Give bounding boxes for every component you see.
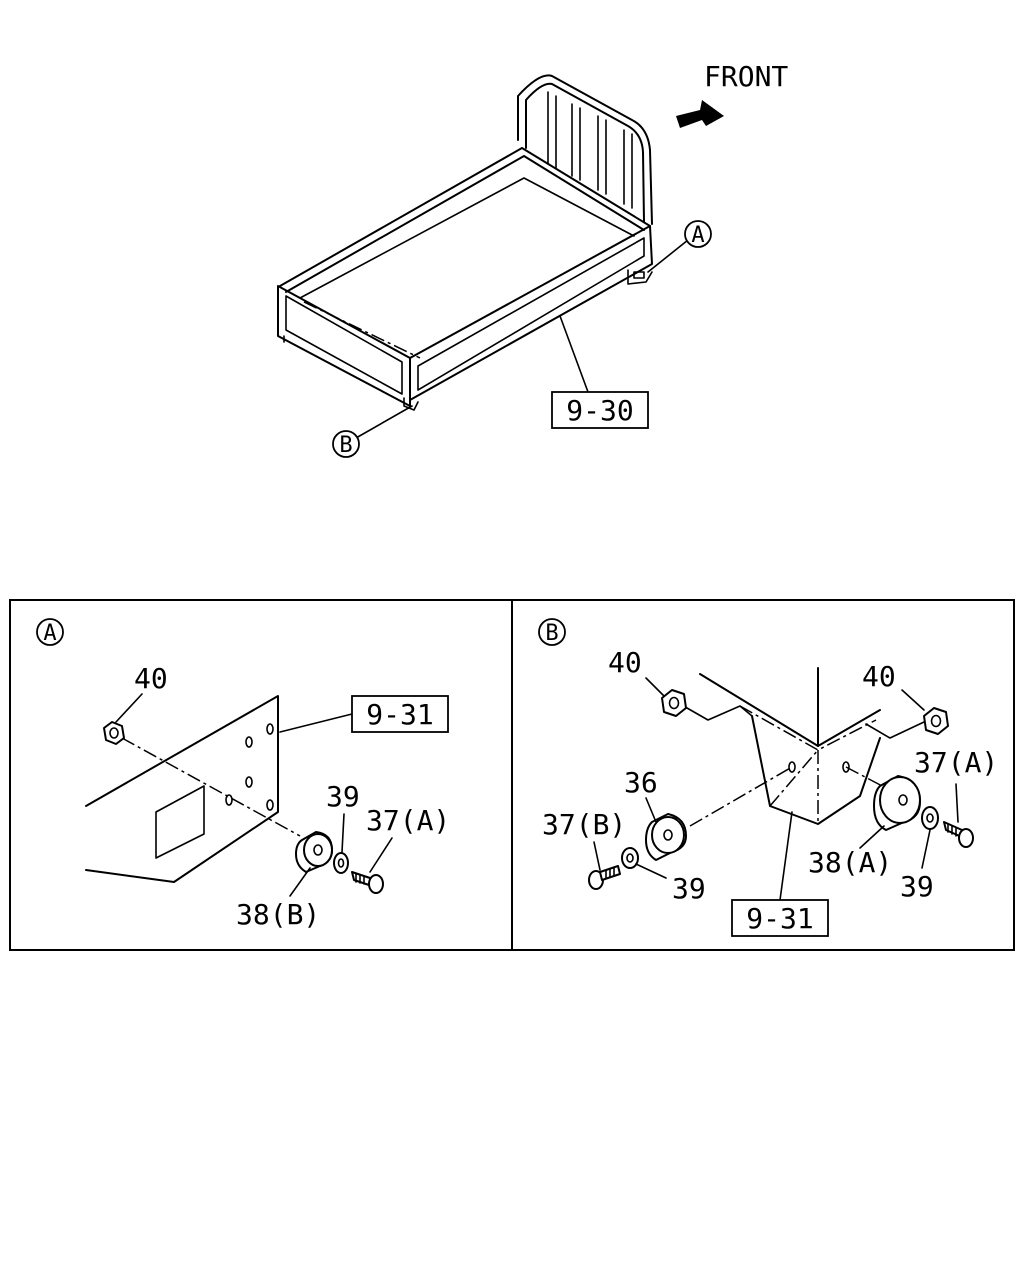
detail-a: A 40 9-31 38(B) [36, 618, 450, 931]
svg-text:9-31: 9-31 [366, 698, 433, 731]
bolt-icon [588, 865, 621, 890]
label-washer-right: 39 [900, 870, 934, 903]
ref-box-9-31-b: 9-31 [731, 899, 829, 937]
detail-b-title: B [538, 618, 566, 646]
washer-icon [921, 806, 939, 830]
detail-a-title: A [36, 618, 64, 646]
nut-icon [923, 707, 949, 735]
label-washer: 39 [326, 780, 360, 813]
nut-icon [661, 689, 687, 717]
washer-icon [333, 852, 349, 874]
detail-b: B 40 40 [538, 618, 998, 937]
bolt-icon [943, 821, 974, 848]
nut-icon [103, 721, 125, 745]
callout-b: B [332, 430, 360, 458]
label-washer-left: 39 [672, 872, 706, 905]
callout-a: A [684, 220, 712, 248]
label-nut-right: 40 [862, 660, 896, 693]
rubber-mount-icon [873, 775, 921, 831]
rubber-mount-icon [295, 831, 333, 873]
ref-box-9-30: 9-30 [551, 391, 649, 429]
svg-text:A: A [43, 621, 56, 646]
label-nut: 40 [134, 662, 168, 695]
washer-icon [621, 847, 639, 869]
svg-text:9-30: 9-30 [566, 394, 633, 427]
bolt-icon [351, 871, 384, 894]
label-spacer: 36 [624, 766, 658, 799]
ref-box-9-31-a: 9-31 [351, 695, 449, 733]
svg-text:B: B [545, 621, 558, 646]
label-rubber-mount: 38(A) [808, 846, 892, 879]
label-bolt-right: 37(A) [914, 746, 998, 779]
front-direction-label: FRONT [704, 60, 788, 93]
label-bolt-left: 37(B) [542, 808, 626, 841]
svg-text:B: B [339, 433, 352, 458]
spacer-icon [645, 813, 687, 861]
truck-body-drawing [277, 74, 653, 411]
label-bolt: 37(A) [366, 804, 450, 837]
front-arrow-icon [676, 100, 724, 128]
label-rubber-mount: 38(B) [236, 898, 320, 931]
svg-text:9-31: 9-31 [746, 902, 813, 935]
svg-text:A: A [691, 223, 704, 248]
label-nut-left: 40 [608, 646, 642, 679]
